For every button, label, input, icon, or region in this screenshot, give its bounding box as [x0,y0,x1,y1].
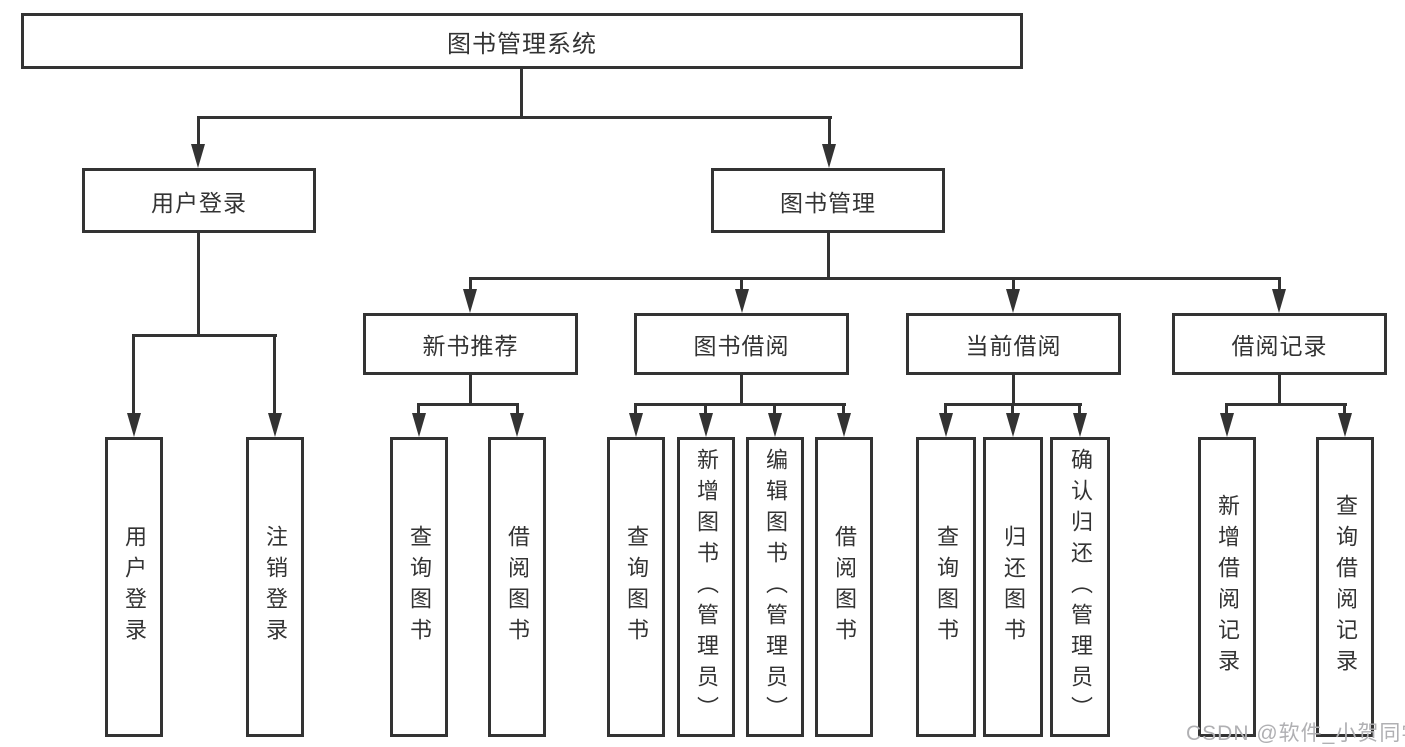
node-book-borrow-label: 图书借阅 [693,333,790,359]
node-br-add-record: 新增借阅记录 [1198,437,1256,737]
node-root: 图书管理系统 [21,13,1023,69]
node-borrow-records: 借阅记录 [1172,313,1387,375]
csdn-watermark: CSDN @软件_小贺同学 [1186,722,1405,745]
node-new-book-recommend: 新书推荐 [363,313,578,375]
arrowhead-icon [127,413,141,437]
connector-line [132,334,277,337]
arrowhead-icon [837,413,851,437]
connector-line [1278,277,1281,291]
connector-line [1225,403,1347,406]
connector-line [634,403,846,406]
connector-line [417,403,519,406]
arrowhead-icon [768,413,782,437]
node-new-book-recommend-label: 新书推荐 [422,333,519,359]
arrowhead-icon [699,413,713,437]
connector-line [469,375,472,405]
arrowhead-icon [1006,413,1020,437]
node-leaf-user-login: 用户登录 [105,437,163,737]
node-cb-confirm-return-admin-label: 确认归还（管理员） [1068,447,1093,727]
connector-line [827,233,830,279]
arrowhead-icon [412,413,426,437]
connector-line [197,116,200,148]
node-nb-borrow-book-label: 借阅图书 [505,525,530,649]
arrowhead-icon [939,413,953,437]
connector-line [944,403,947,416]
node-cb-query-book: 查询图书 [916,437,976,737]
connector-line [197,233,200,336]
connector-line [1225,403,1228,416]
node-book-management-label: 图书管理 [780,189,876,216]
node-bb-query-book-label: 查询图书 [624,525,649,649]
connector-line [634,403,637,416]
arrowhead-icon [1220,413,1234,437]
connector-line [1343,403,1346,416]
connector-line [1278,375,1281,405]
node-nb-query-book-label: 查询图书 [407,525,432,649]
arrowhead-icon [1073,413,1087,437]
connector-line [197,116,832,119]
node-bb-query-book: 查询图书 [607,437,665,737]
node-br-query-record-label: 查询借阅记录 [1333,494,1358,680]
node-borrow-records-label: 借阅记录 [1231,333,1328,359]
node-bb-borrow-book: 借阅图书 [815,437,873,737]
node-nb-query-book: 查询图书 [390,437,448,737]
connector-line [417,403,420,416]
connector-line [520,66,523,119]
arrowhead-icon [629,413,643,437]
connector-line [132,334,135,415]
node-bb-edit-book-admin-label: 编辑图书（管理员） [763,447,788,727]
connector-line [1011,403,1014,416]
connector-line [828,116,831,148]
arrowhead-icon [1272,289,1286,313]
node-bb-borrow-book-label: 借阅图书 [832,525,857,649]
node-leaf-logout-label: 注销登录 [263,525,288,649]
node-leaf-user-login-label: 用户登录 [122,525,147,649]
node-cb-query-book-label: 查询图书 [934,525,959,649]
arrowhead-icon [510,413,524,437]
node-current-borrow: 当前借阅 [906,313,1121,375]
connector-line [740,277,743,291]
node-user-login-label: 用户登录 [151,189,247,216]
node-br-query-record: 查询借阅记录 [1316,437,1374,737]
arrowhead-icon [1006,289,1020,313]
node-current-borrow-label: 当前借阅 [965,333,1062,359]
node-book-borrow: 图书借阅 [634,313,849,375]
node-bb-add-book-admin: 新增图书（管理员） [677,437,735,737]
connector-line [842,403,845,416]
connector-line [273,334,276,415]
node-leaf-logout: 注销登录 [246,437,304,737]
connector-line [1012,375,1015,405]
node-root-label: 图书管理系统 [447,30,597,58]
connector-line [1012,277,1015,291]
node-user-login: 用户登录 [82,168,316,233]
connector-line [469,277,1281,280]
connector-line [704,403,707,416]
node-cb-return-book: 归还图书 [983,437,1043,737]
node-bb-add-book-admin-label: 新增图书（管理员） [694,447,719,727]
node-cb-return-book-label: 归还图书 [1001,525,1026,649]
node-nb-borrow-book: 借阅图书 [488,437,546,737]
connector-line [1078,403,1081,416]
arrowhead-icon [463,289,477,313]
connector-line [516,403,519,416]
arrowhead-icon [1338,413,1352,437]
node-br-add-record-label: 新增借阅记录 [1215,494,1240,680]
arrowhead-icon [735,289,749,313]
connector-line [740,375,743,405]
connector-line [773,403,776,416]
node-cb-confirm-return-admin: 确认归还（管理员） [1050,437,1110,737]
node-book-management: 图书管理 [711,168,945,233]
arrowhead-icon [822,144,836,168]
connector-line [469,277,472,291]
arrowhead-icon [268,413,282,437]
node-bb-edit-book-admin: 编辑图书（管理员） [746,437,804,737]
arrowhead-icon [191,144,205,168]
